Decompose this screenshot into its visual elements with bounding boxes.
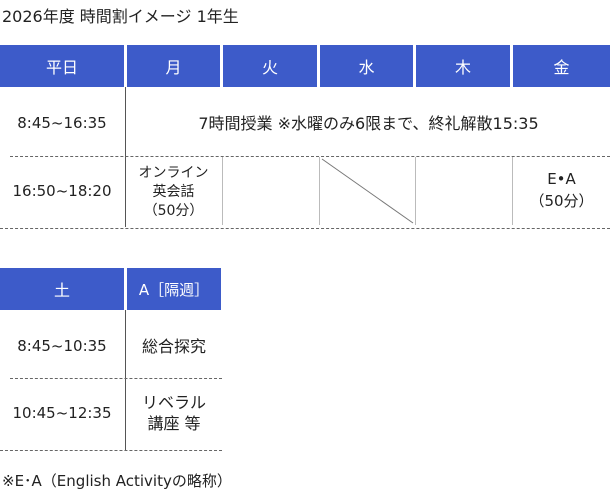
page-title: 2026年度 時間割イメージ 1年生 xyxy=(2,7,239,26)
mon-line: （50分） xyxy=(143,202,204,219)
row-divider xyxy=(10,378,222,379)
header-a-biweekly: A［隔週］ xyxy=(127,268,221,310)
column-divider xyxy=(222,157,223,225)
wed-empty-slash xyxy=(321,158,414,224)
fri-line: E•A xyxy=(547,170,576,188)
column-divider xyxy=(319,157,320,225)
time-cell-sat-1: 8:45~10:35 xyxy=(17,336,107,355)
time-column-divider xyxy=(125,87,126,227)
header-sat: 土 xyxy=(0,268,124,310)
mon-line: 英会話 xyxy=(152,183,195,200)
sat-line: リベラル xyxy=(141,393,206,412)
section-divider xyxy=(0,450,222,451)
section-divider xyxy=(0,228,610,229)
time-cell-sat-2: 10:45~12:35 xyxy=(12,403,112,422)
header-tue: 火 xyxy=(223,45,317,87)
footnote: ※E･A（English Activityの略称） xyxy=(2,472,232,490)
row-divider xyxy=(10,156,610,157)
column-divider xyxy=(415,157,416,225)
column-divider xyxy=(512,157,513,225)
mon-english-cell: オンライン 英会話 （50分） xyxy=(127,160,220,224)
header-mon: 月 xyxy=(127,45,220,87)
sat-line: 講座 等 xyxy=(147,414,201,433)
time-column-divider xyxy=(125,310,126,450)
fri-ea-cell: E•A （50分） xyxy=(513,165,610,215)
sat-inquiry-cell: 総合探究 xyxy=(141,336,206,356)
header-fri: 金 xyxy=(513,45,610,87)
sat-liberal-cell: リベラル 講座 等 xyxy=(127,385,221,441)
header-thu: 木 xyxy=(416,45,510,87)
fri-line: （50分） xyxy=(529,192,594,210)
time-label: 16:50~18:20 xyxy=(12,181,112,200)
time-cell-weekday-2: 16:50~18:20 xyxy=(0,160,124,222)
header-wed: 水 xyxy=(320,45,413,87)
weekday-classes-cell: 7時間授業 ※水曜のみ6限まで、終礼解散15:35 xyxy=(198,113,539,133)
header-weekday: 平日 xyxy=(0,45,124,87)
mon-line: オンライン xyxy=(138,164,209,181)
time-cell-weekday-1: 8:45~16:35 xyxy=(17,113,107,132)
